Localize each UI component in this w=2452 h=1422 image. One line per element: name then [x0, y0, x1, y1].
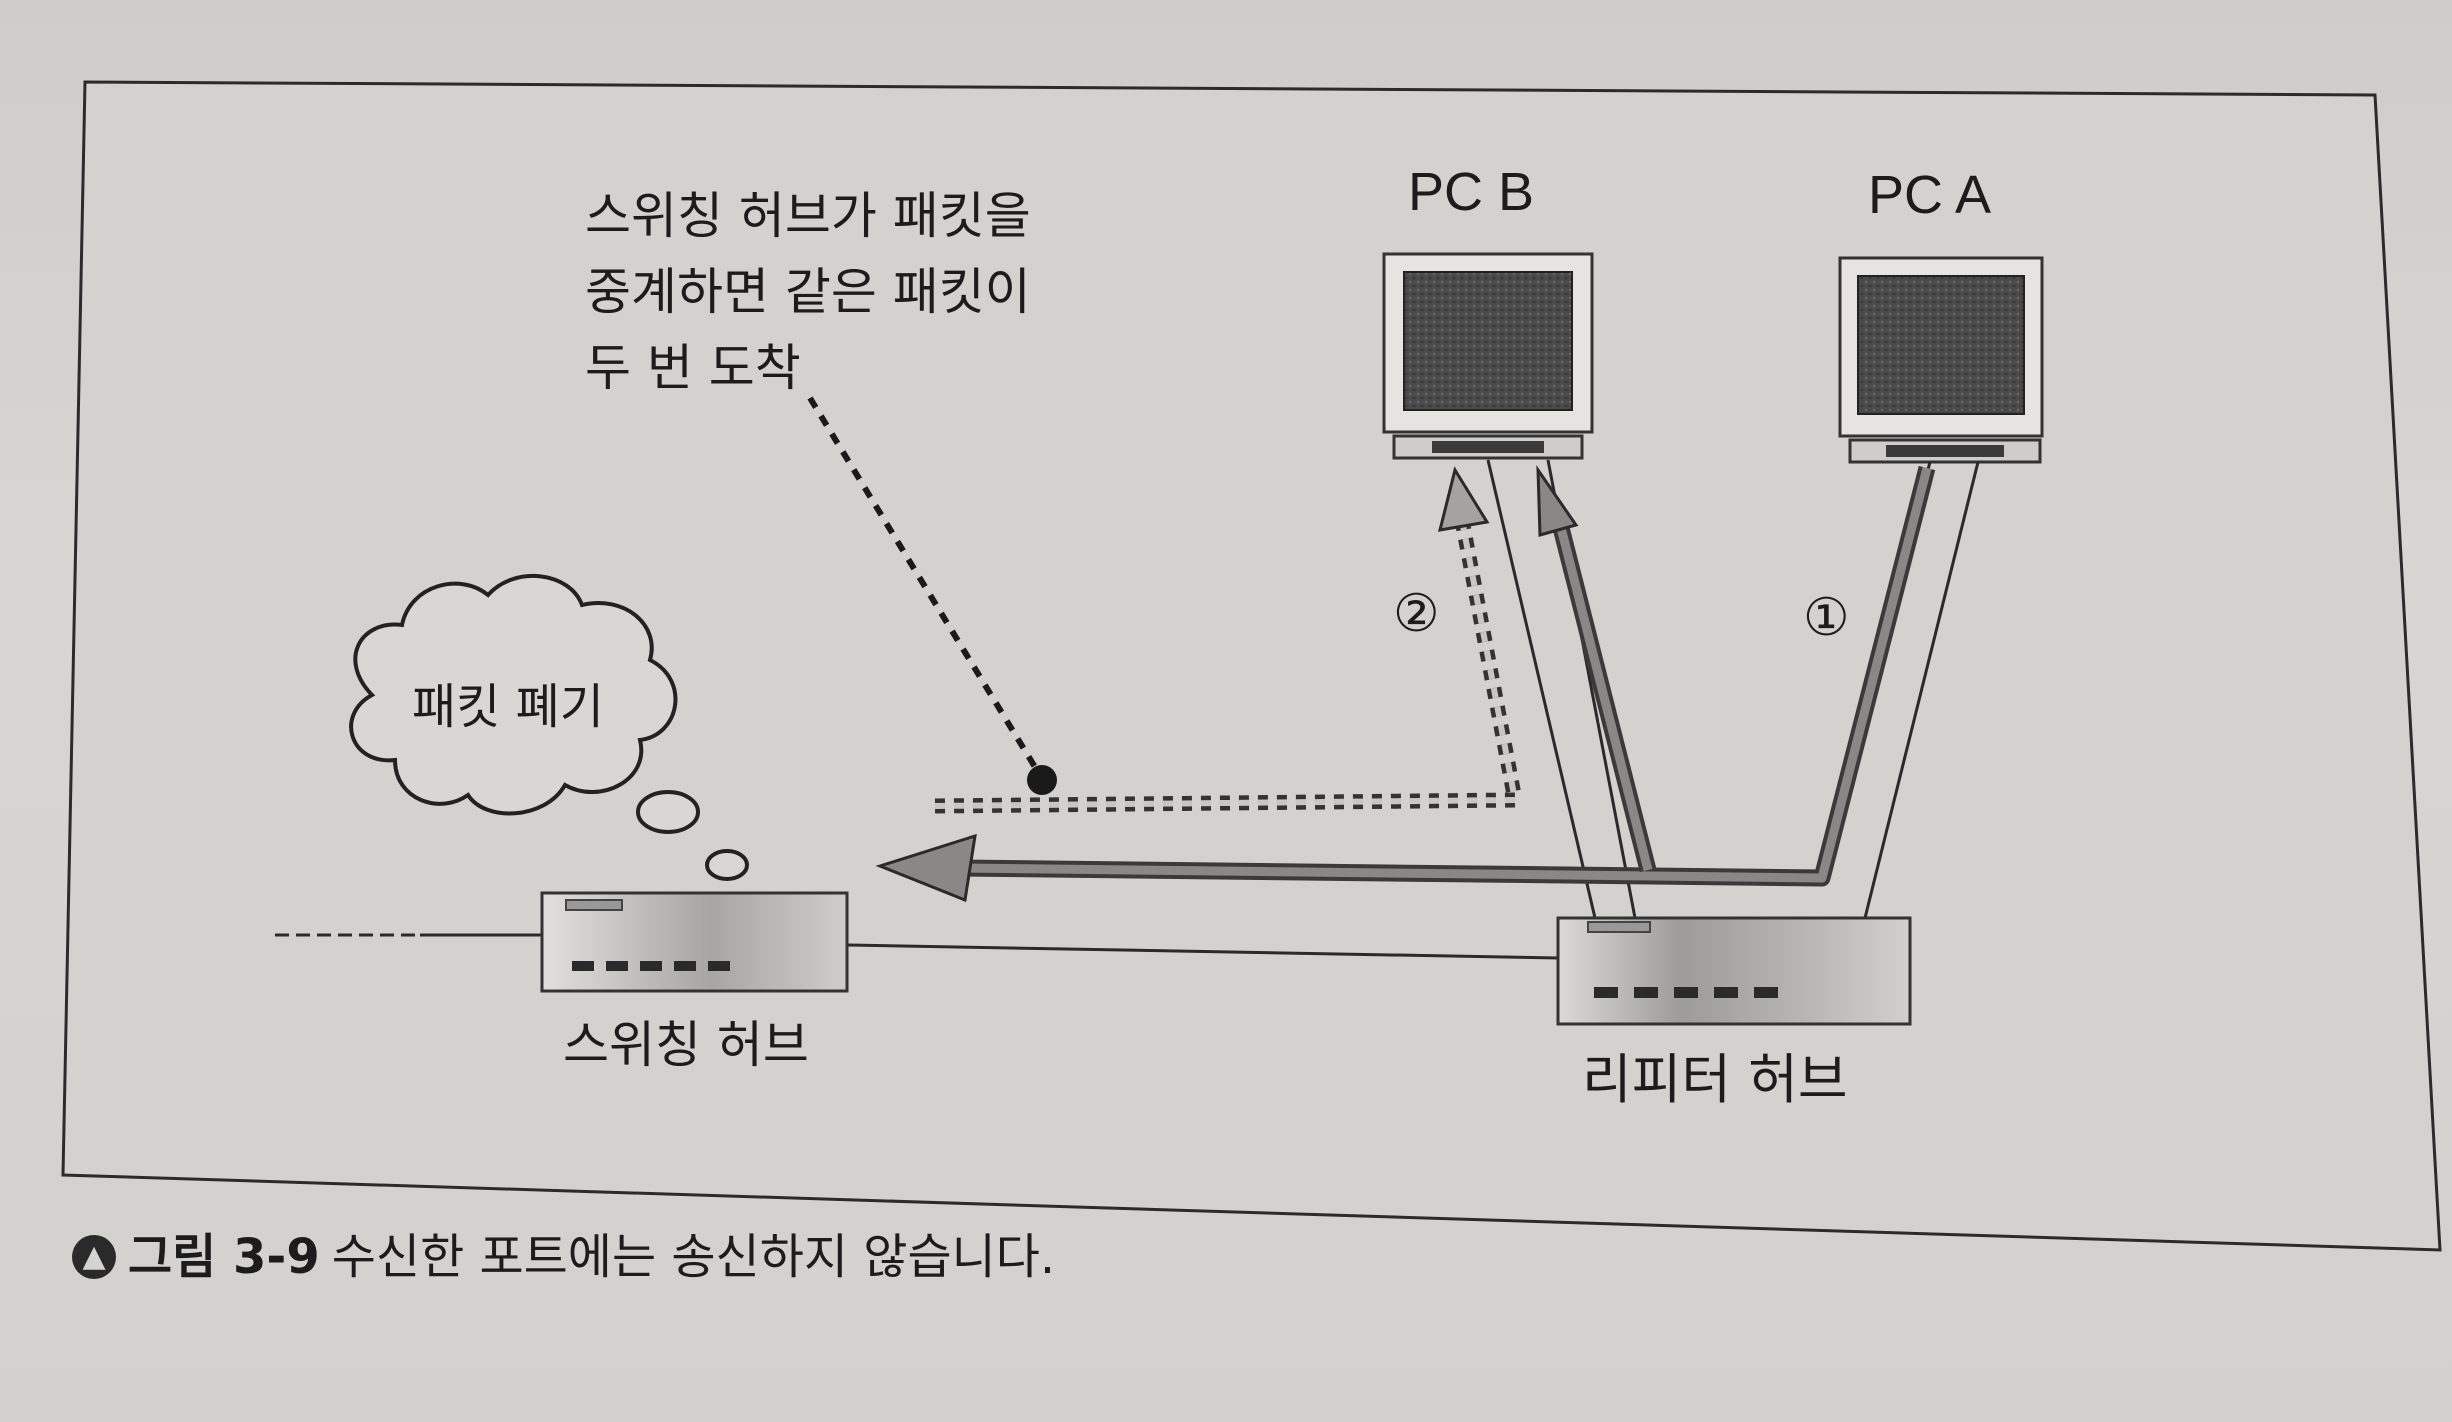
annotation-pointer [807, 396, 1057, 795]
repeater-hub-label: 리피터 허브 [1582, 1048, 1848, 1111]
switching-hub-label: 스위칭 허브 [563, 1016, 809, 1074]
step-1-marker: ① [1803, 588, 1850, 648]
pc-b-label: PC B [1408, 162, 1535, 222]
pc-b-monitor [1382, 252, 1594, 460]
pc-a-label: PC A [1868, 165, 1992, 225]
caption-figure-number: 그림 3-9 [128, 1229, 320, 1285]
annotation-line-1: 스위칭 허브가 패킷을 [585, 187, 1031, 245]
packet-flow-2-dashed-arrow [934, 466, 1525, 814]
annotation-line-2: 중계하면 같은 패킷이 [585, 263, 1031, 321]
repeater-hub-device [1556, 916, 1912, 1026]
step-2-marker: ② [1393, 584, 1440, 644]
pc-a-monitor [1838, 256, 2044, 464]
up-arrow-circle-icon: ▲ [72, 1235, 116, 1279]
thought-bubble-text: 패킷 폐기 [412, 679, 604, 735]
packet-flow-1-arrow [875, 464, 1936, 903]
annotation-line-3: 두 번 도착 [585, 339, 801, 397]
figure-caption: ▲ 그림 3-9 수신한 포트에는 송신하지 않습니다. [72, 1233, 1055, 1281]
caption-text: 수신한 포트에는 송신하지 않습니다. [331, 1229, 1056, 1285]
annotation-text: 스위칭 허브가 패킷을 중계하면 같은 패킷이 두 번 도착 [585, 178, 1125, 406]
thought-bubble-cloud [349, 573, 749, 881]
switching-hub-device [540, 891, 849, 993]
